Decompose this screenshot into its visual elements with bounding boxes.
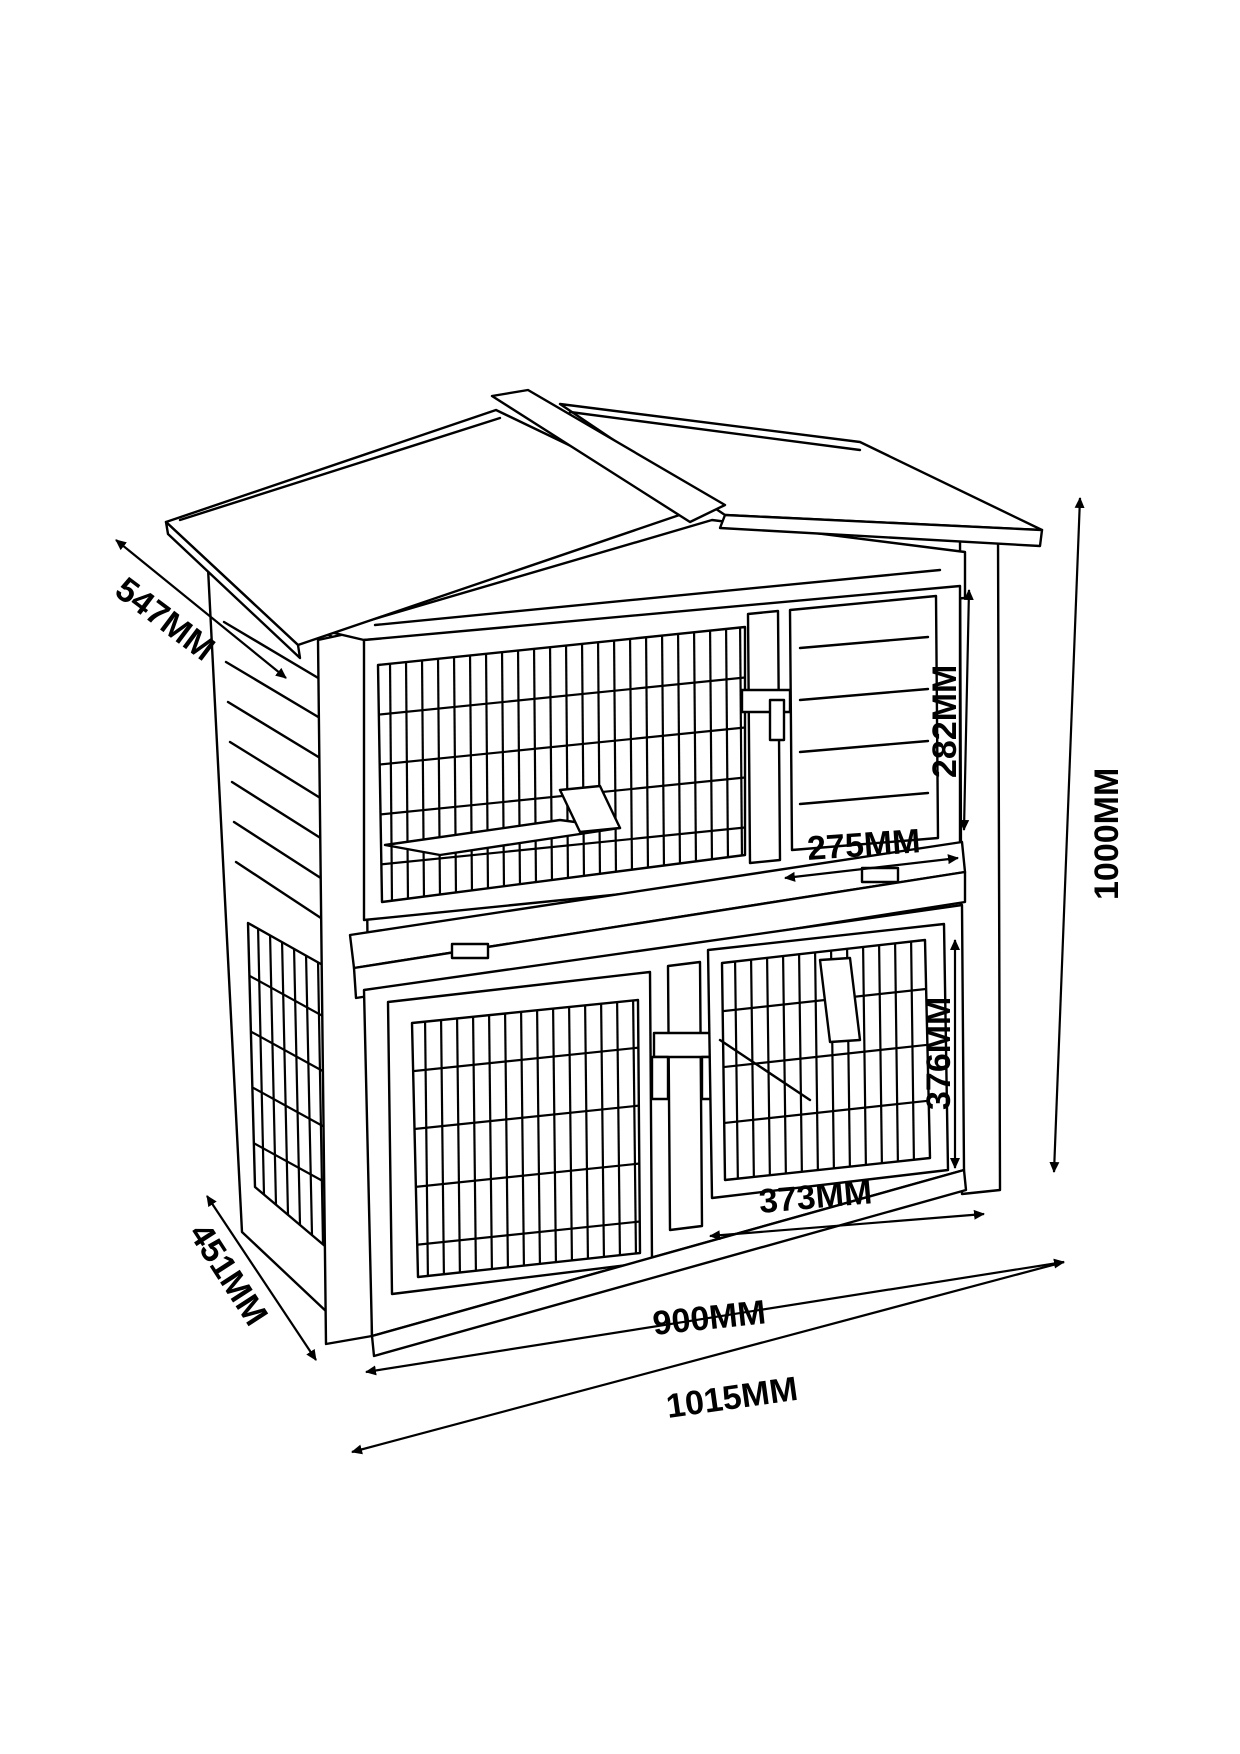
lower-interior-panel [818,956,862,1044]
roof-right-edge [718,513,1044,548]
dim-line-lower-width [709,1209,985,1241]
dim-line-upper-height [959,589,974,831]
roof [164,388,1044,660]
label-body-width: 900MM [651,1293,768,1343]
upper-divider [746,609,782,865]
label-lower-height: 376MM [920,997,958,1110]
dim-line-overall-width-lead [351,1260,1065,1455]
hutch-body [206,518,1002,1358]
label-height-total: 1000MM [1088,768,1126,900]
label-upper-height: 282MM [926,665,964,778]
lower-right-mesh-frame [720,938,932,1182]
lower-left-mesh-frame [410,998,642,1279]
dim-line-body-width [365,1258,1065,1376]
side-mesh [248,924,331,1246]
upper-door-slats [798,635,930,806]
dim-line-upper-width [784,854,959,882]
upper-ramp [558,784,622,834]
dim-line-depth-bottom [206,1195,317,1361]
right-post [958,530,1002,1196]
dim-line-depth-top [115,539,287,679]
ridge-cap [490,388,727,524]
lower-latch-bolt-left [650,1055,670,1101]
lower-right-mesh [722,940,930,1180]
label-upper-width: 275MM [806,822,922,868]
tray-handle-right [860,866,900,884]
tray-front [352,870,967,1000]
upper-solid-door [788,594,940,852]
gable [328,518,967,642]
dimension-lines [115,497,1085,1455]
upper-latch-bolt [768,698,786,742]
lower-left-mesh [412,1000,640,1277]
label-overall-width: 1015MM [664,1370,800,1426]
label-depth-top: 547MM [108,570,221,669]
upper-mesh-frame [376,625,747,904]
lower-divider [666,960,704,1232]
lower-latch-icon [652,1031,714,1059]
tray-handle-left [450,942,490,960]
dim-line-height-total [1049,497,1085,1173]
